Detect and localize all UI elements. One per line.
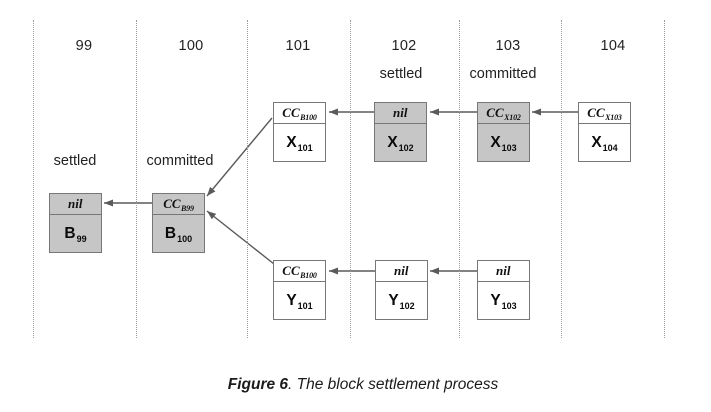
column-label-99: 99 <box>75 38 93 54</box>
pointer-field: nil <box>478 261 529 282</box>
column-label-101: 101 <box>285 38 311 54</box>
timeline-divider <box>664 20 665 338</box>
arrow-x101-to-b100 <box>206 117 273 197</box>
figure-caption: Figure 6. The block settlement process <box>0 376 711 394</box>
arrow-y101-to-b100 <box>206 210 275 265</box>
timeline-divider <box>33 20 34 338</box>
pointer-field: nil <box>375 103 426 124</box>
timeline-divider <box>561 20 562 338</box>
timeline-divider <box>459 20 460 338</box>
status-label-b99: settled <box>53 153 97 169</box>
status-label-x103: committed <box>469 66 537 82</box>
column-label-104: 104 <box>600 38 626 54</box>
timeline-divider <box>350 20 351 338</box>
figure-caption-label: Figure 6 <box>227 376 289 393</box>
column-label-102: 102 <box>391 38 417 54</box>
status-label-x102: settled <box>379 66 423 82</box>
timeline-divider <box>136 20 137 338</box>
column-label-100: 100 <box>178 38 204 54</box>
timeline-divider <box>247 20 248 338</box>
status-label-b100: committed <box>146 153 214 169</box>
pointer-field: nil <box>376 261 427 282</box>
figure-caption-text: . The block settlement process <box>288 376 499 393</box>
pointer-field: nil <box>50 194 101 215</box>
column-label-103: 103 <box>495 38 521 54</box>
